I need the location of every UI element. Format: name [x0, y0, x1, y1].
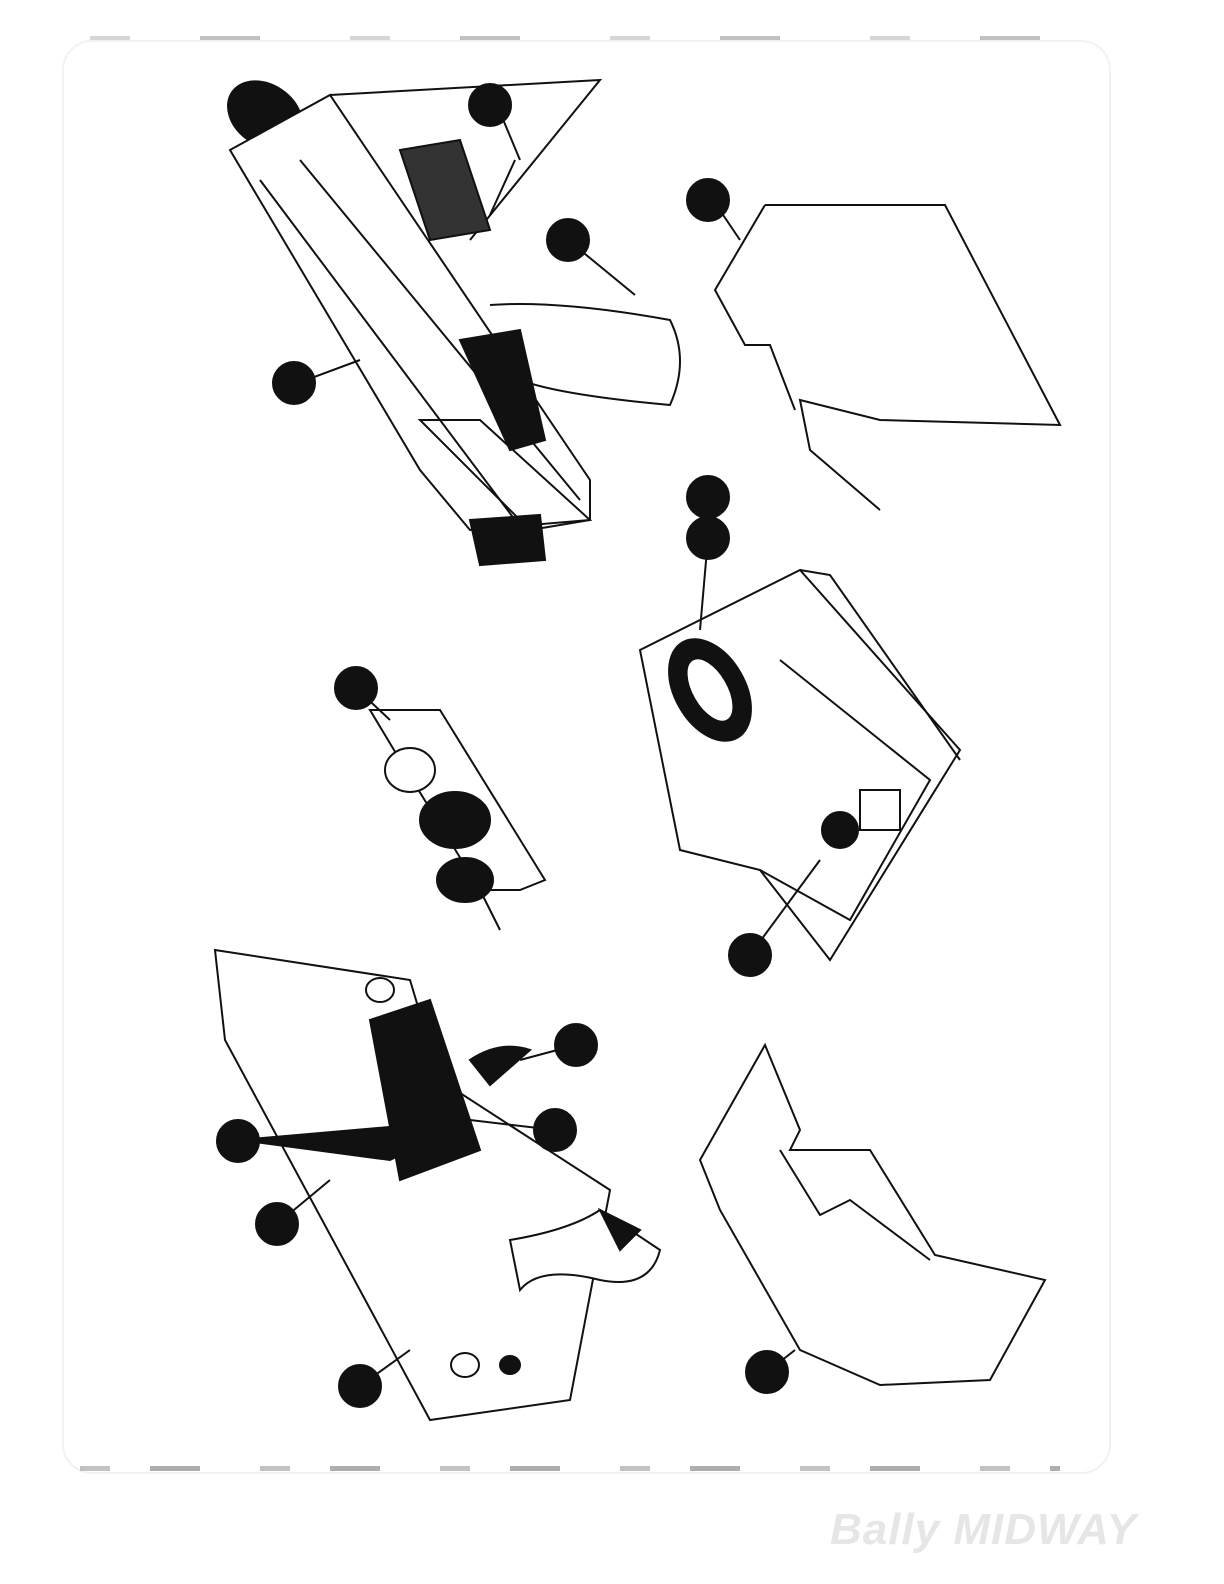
callout-bubble	[686, 475, 730, 519]
callout-bubble	[255, 1202, 299, 1246]
callout-bubble	[216, 1119, 260, 1163]
top-scan-edge	[90, 36, 1080, 40]
top-cover-plate	[713, 204, 1062, 511]
callout-bubble	[272, 361, 316, 405]
callout-bubble	[745, 1350, 789, 1394]
callout-bubble	[728, 933, 772, 977]
callout-bubble	[533, 1108, 577, 1152]
callout-bubble	[686, 178, 730, 222]
gun-motor-assembly	[368, 709, 547, 931]
callout-bubble	[334, 666, 378, 710]
callout-bubble	[468, 83, 512, 127]
bally-midway-logo: Bally MIDWAY	[830, 1505, 1138, 1554]
callout-bubble	[338, 1364, 382, 1408]
gun-top-housing	[226, 78, 681, 567]
callout-bubble	[546, 218, 590, 262]
callout-bubble	[554, 1023, 598, 1067]
callout-bubble	[686, 516, 730, 560]
bottom-scan-edge	[80, 1466, 1060, 1471]
gun-frame-bracket	[638, 568, 962, 962]
page-frame	[62, 40, 1111, 1474]
callouts	[216, 83, 821, 1408]
gun-bottom-housing	[213, 948, 662, 1422]
bottom-cover-plate	[698, 1042, 1047, 1387]
